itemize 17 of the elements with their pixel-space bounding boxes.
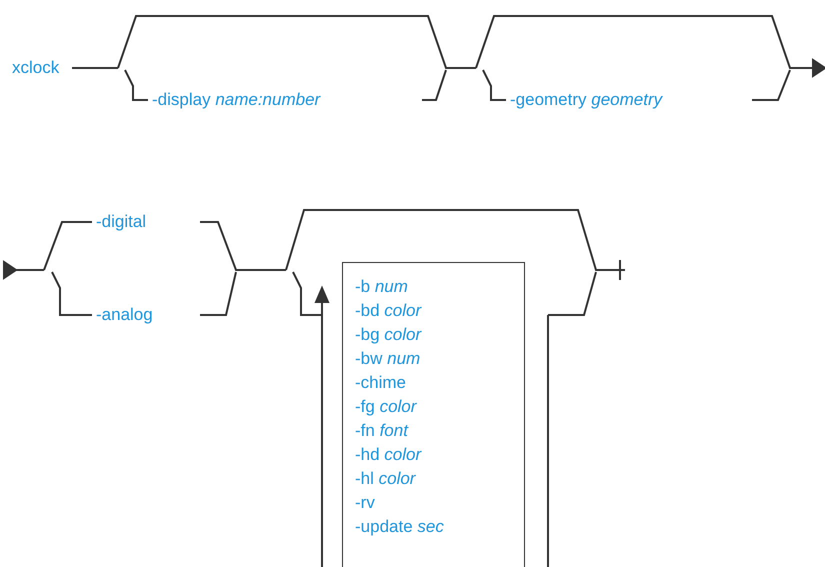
option-text: -hl color [355,469,416,489]
option-text: -geometry geometry [510,90,662,110]
option-text: -hd color [355,445,422,465]
option-text: -chime [355,373,406,393]
option-text: -fg color [355,397,416,417]
option-text: -bd color [355,301,422,321]
option-text: -analog [96,305,153,325]
options-box [342,262,525,567]
option-text: -bg color [355,325,422,345]
command-name: xclock [12,58,60,78]
option-text: -display name:number [152,90,320,110]
option-text: -update sec [355,517,444,537]
option-text: -rv [355,493,375,513]
option-text: -digital [96,212,146,232]
option-text: -fn font [355,421,408,441]
option-text: -bw num [355,349,420,369]
option-text: -b num [355,277,408,297]
